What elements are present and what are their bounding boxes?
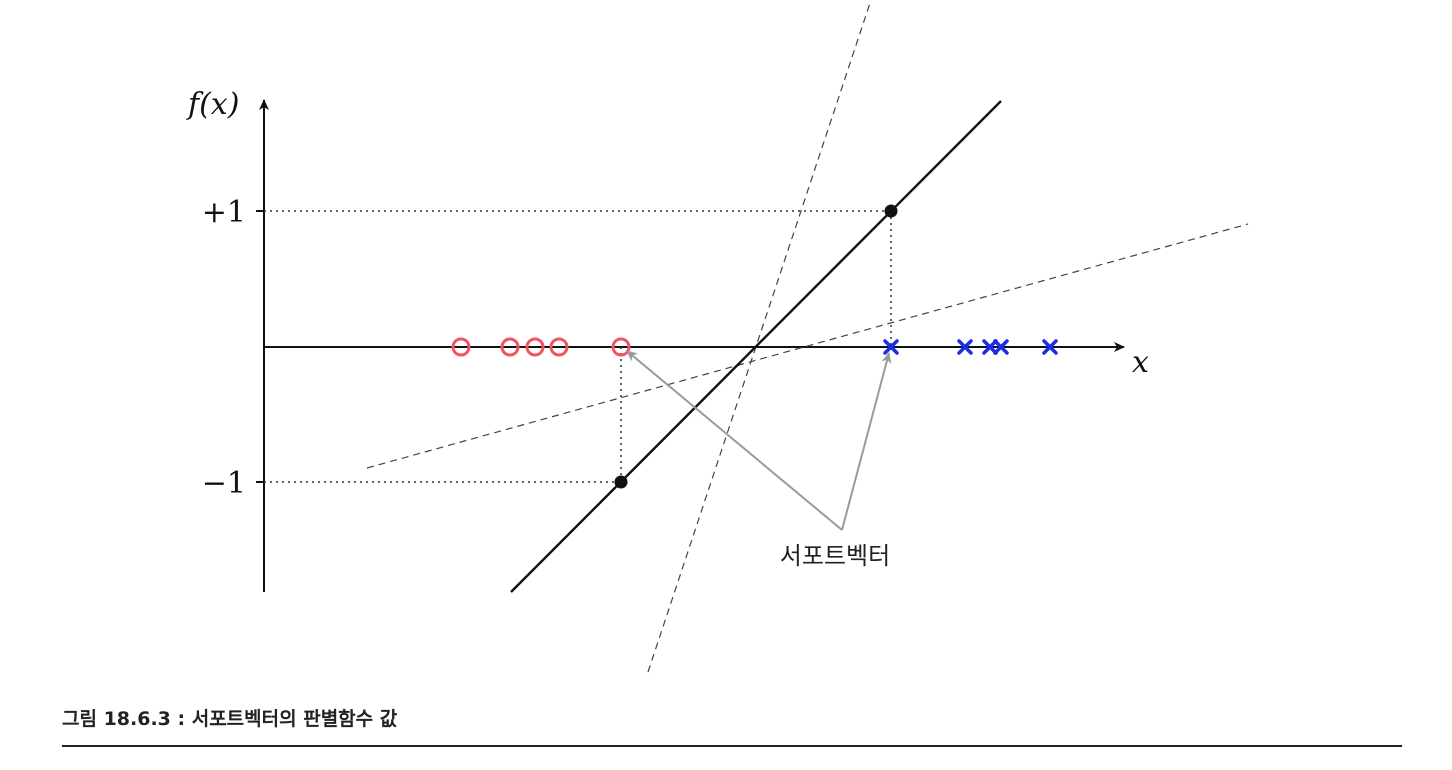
class-x-support-vector bbox=[883, 339, 899, 355]
x-axis-label: x bbox=[1132, 345, 1149, 380]
svm-discriminant-diagram: f(x) x +1 −1 서포트벡터 bbox=[186, 0, 1249, 673]
class-o-point bbox=[500, 337, 520, 357]
class-x-point bbox=[957, 339, 973, 355]
class-o-support-vector bbox=[611, 337, 631, 357]
class-x-point bbox=[1042, 339, 1058, 355]
support-vector-annotation: 서포트벡터 bbox=[780, 542, 890, 570]
annotation-arrow-left bbox=[626, 350, 843, 531]
annotation-arrow-right bbox=[841, 352, 892, 531]
support-vector-value-minus-one bbox=[614, 475, 628, 489]
caption-divider bbox=[62, 745, 1402, 747]
tick-label-plus-one: +1 bbox=[202, 195, 246, 230]
class-o-point bbox=[525, 337, 545, 357]
class-o-point bbox=[549, 337, 569, 357]
y-axis-label: f(x) bbox=[186, 87, 239, 122]
class-x-point bbox=[982, 339, 998, 355]
class-o-point bbox=[451, 337, 471, 357]
discriminant-line bbox=[510, 100, 1002, 593]
support-vector-value-plus-one bbox=[884, 204, 898, 218]
class-x-point bbox=[993, 339, 1009, 355]
dashed-line-steep bbox=[647, 0, 872, 673]
dashed-line-shallow bbox=[366, 223, 1249, 469]
figure-caption: 그림 18.6.3 : 서포트벡터의 판별함수 값 bbox=[62, 708, 398, 730]
tick-label-minus-one: −1 bbox=[202, 466, 246, 501]
